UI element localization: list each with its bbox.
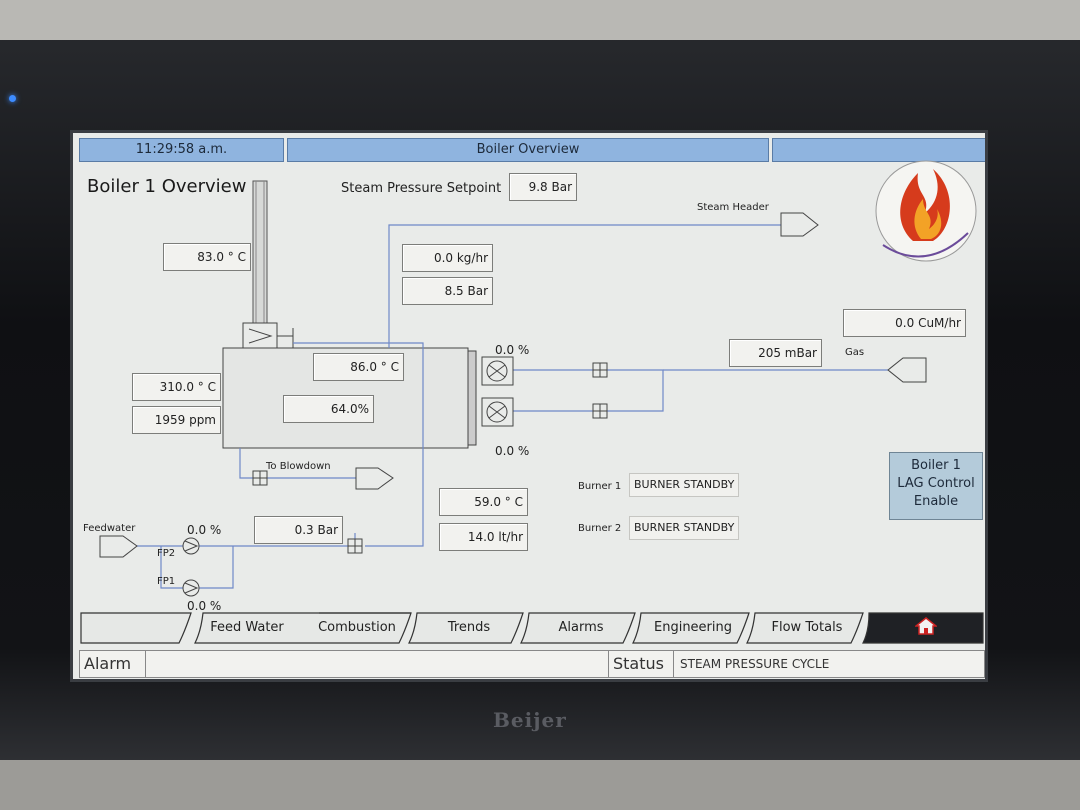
alarm-label[interactable]: Alarm	[80, 651, 146, 677]
flue-temp-value: 83.0 ° C	[163, 243, 251, 271]
steam-setpoint-label: Steam Pressure Setpoint	[341, 181, 502, 196]
steam-header-arrow	[780, 212, 819, 237]
burner2-status: BURNER STANDBY	[629, 516, 739, 540]
titlebar-blank	[772, 138, 985, 162]
feed-flow-value: 14.0 lt/hr	[439, 523, 528, 551]
pump-icon	[182, 537, 200, 597]
tds-value: 1959 ppm	[132, 406, 221, 434]
burner1-status: BURNER STANDBY	[629, 473, 739, 497]
feedwater-arrow	[99, 535, 138, 558]
fan1-percent: 0.0 %	[495, 343, 530, 357]
blowdown-arrow	[355, 467, 394, 490]
feedwater-label: Feedwater	[83, 523, 136, 534]
tab-trends[interactable]: Trends	[447, 620, 491, 635]
clock-display: 11:29:58 a.m.	[79, 138, 284, 162]
tab-alarms[interactable]: Alarms	[558, 620, 604, 635]
flame-logo	[875, 160, 977, 262]
feed-temp-value: 59.0 ° C	[439, 488, 528, 516]
lag-button-line2: LAG Control	[897, 476, 975, 491]
tab-engineering[interactable]: Engineering	[654, 620, 732, 635]
pump1-percent: 0.0 %	[187, 599, 222, 613]
tab-outlines	[80, 612, 984, 644]
gas-label: Gas	[845, 347, 865, 358]
device-frame-bottom	[0, 760, 1080, 810]
burner2-label: Burner 2	[578, 523, 622, 534]
hmi-screen: 11:29:58 a.m. Boiler Overview	[70, 130, 988, 682]
gas-flow-value: 0.0 CuM/hr	[843, 309, 966, 337]
tab-combustion[interactable]: Combustion	[318, 620, 396, 635]
water-level-value: 64.0%	[283, 395, 374, 423]
device-brand: Beijer	[493, 708, 567, 732]
fp2-label: FP2	[157, 548, 176, 559]
steam-flow-value: 0.0 kg/hr	[402, 244, 493, 272]
lag-button-line1: Boiler 1	[911, 458, 961, 473]
feed-pressure-value: 0.3 Bar	[254, 516, 343, 544]
lag-button-line3: Enable	[913, 494, 959, 509]
tab-blank[interactable]	[83, 613, 187, 643]
gas-inlet-arrow	[887, 357, 927, 383]
home-icon	[913, 617, 939, 635]
gas-pressure-value: 205 mBar	[729, 339, 822, 367]
fan-icon	[481, 356, 514, 427]
blowdown-label: To Blowdown	[266, 461, 331, 472]
page-title: Boiler 1 Overview	[87, 176, 247, 197]
status-message: STEAM PRESSURE CYCLE	[680, 657, 830, 671]
fan2-percent: 0.0 %	[495, 444, 530, 458]
valve-icon	[252, 362, 608, 554]
lag-control-enable-button[interactable]: Boiler 1 LAG Control Enable	[889, 452, 983, 520]
pump2-percent: 0.0 %	[187, 523, 222, 537]
power-led	[9, 95, 16, 102]
burner1-label: Burner 1	[578, 481, 622, 492]
burner-front-plate	[467, 350, 477, 446]
economiser-icon	[242, 322, 294, 350]
screen-title: Boiler Overview	[287, 138, 769, 162]
status-bar: Alarm Status STEAM PRESSURE CYCLE	[79, 650, 985, 678]
status-label: Status	[608, 651, 674, 677]
tab-feed-water[interactable]: Feed Water	[210, 620, 284, 635]
steam-setpoint-field[interactable]: 9.8 Bar	[509, 173, 577, 201]
pipework	[135, 224, 888, 589]
boiler-temp-value: 86.0 ° C	[313, 353, 404, 381]
stack-temp-value: 310.0 ° C	[132, 373, 221, 401]
device-frame-top	[0, 0, 1080, 40]
steam-pressure-value: 8.5 Bar	[402, 277, 493, 305]
fp1-label: FP1	[157, 576, 176, 587]
tab-flow-totals[interactable]: Flow Totals	[771, 620, 843, 635]
tab-home[interactable]	[869, 613, 983, 643]
steam-header-label: Steam Header	[697, 202, 769, 213]
